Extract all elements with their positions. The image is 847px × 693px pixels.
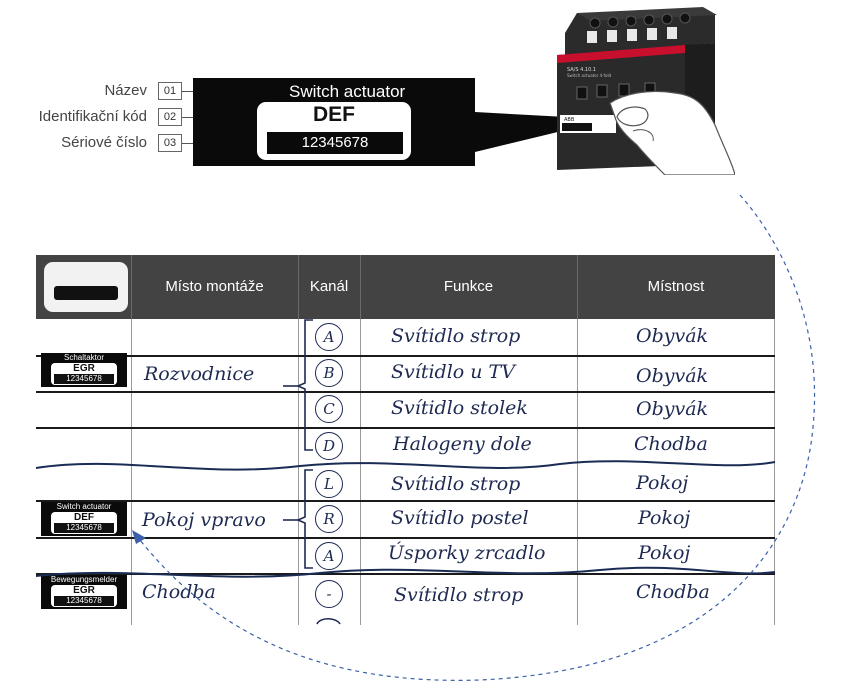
- row-separator: [36, 391, 775, 393]
- row-separator: [36, 537, 775, 539]
- function-cell: Svítidlo strop: [391, 473, 521, 495]
- legend-label-serial: Sériové číslo: [61, 134, 147, 151]
- grid-line: [360, 319, 361, 625]
- header-location: Místo montáže: [165, 278, 264, 295]
- grid-line: [131, 319, 132, 625]
- grid-line: [577, 319, 578, 625]
- room-cell: Chodba: [636, 581, 710, 603]
- room-cell: Obyvák: [636, 365, 709, 387]
- device-label-thumbnail: Bewegungsmelder EGR 12345678: [41, 575, 127, 609]
- plate-code: DEF: [313, 103, 355, 126]
- svg-text:SA/S 4.10.1: SA/S 4.10.1: [567, 67, 596, 73]
- legend-label-name: Název: [104, 82, 147, 99]
- mini-label-inner: EGR 12345678: [51, 363, 117, 385]
- plate-title: Switch actuator: [289, 82, 406, 101]
- function-cell: Svítidlo stolek: [391, 397, 528, 419]
- room-cell: Obyvák: [636, 325, 709, 347]
- channel-circle: A: [315, 323, 343, 351]
- mini-label-title: Switch actuator: [56, 502, 112, 511]
- legend-label-id-code: Identifikační kód: [38, 108, 147, 125]
- room-cell: Pokoj: [638, 507, 691, 529]
- row-separator: [36, 427, 775, 429]
- svg-text:Switch actuator 4-fold: Switch actuator 4-fold: [567, 73, 612, 78]
- mini-label-serial: 12345678: [54, 374, 114, 384]
- mini-label-title: Bewegungsmelder: [50, 575, 118, 584]
- room-cell: Chodba: [634, 433, 708, 455]
- device-label-plate: Switch actuator DEF 12345678: [193, 78, 475, 166]
- function-cell: Svítidlo strop: [394, 584, 524, 606]
- channel-circle: D: [315, 432, 343, 460]
- function-cell: Svítidlo strop: [391, 325, 521, 347]
- header-room: Místnost: [647, 278, 705, 295]
- function-cell: Úsporky zrcadlo: [388, 542, 546, 564]
- device-label-thumbnail: Schaltaktor EGR 12345678: [41, 353, 127, 387]
- location-cell: Rozvodnice: [144, 363, 255, 385]
- legend-num-name: 01: [158, 82, 182, 100]
- mini-label-inner: EGR 12345678: [51, 585, 117, 607]
- mini-label-code: DEF: [74, 512, 94, 523]
- mini-label-code: EGR: [73, 363, 95, 374]
- room-cell: Pokoj: [636, 472, 689, 494]
- row-separator: [36, 573, 775, 575]
- mini-label-serial: 12345678: [54, 596, 114, 606]
- label-icon: [44, 262, 128, 312]
- grid-line: [774, 319, 775, 625]
- mini-label-serial: 12345678: [54, 523, 114, 533]
- table-header: Místo montáže Kanál Funkce Místnost: [36, 255, 775, 319]
- room-cell: Pokoj: [638, 542, 691, 564]
- installation-table: Místo montáže Kanál Funkce Místnost Scha…: [36, 255, 775, 625]
- mini-label-code: EGR: [73, 585, 95, 596]
- channel-circle: C: [315, 395, 343, 423]
- row-separator: [36, 500, 775, 502]
- plate-inner: DEF 12345678: [257, 102, 411, 160]
- channel-circle: A: [315, 542, 343, 570]
- header-function: Funkce: [443, 278, 494, 295]
- device-label-thumbnail: Switch actuator DEF 12345678: [41, 502, 127, 536]
- legend-num-serial: 03: [158, 134, 182, 152]
- row-separator: [36, 355, 775, 357]
- channel-circle: R: [315, 505, 343, 533]
- channel-circle: B: [315, 359, 343, 387]
- room-cell: Obyvák: [636, 398, 709, 420]
- switch-actuator-illustration: SA/S 4.10.1 Switch actuator 4-fold ABB: [557, 7, 735, 175]
- plate-serial: 12345678: [267, 132, 403, 154]
- location-cell: Chodba: [142, 581, 216, 603]
- svg-text:ABB: ABB: [564, 117, 575, 123]
- channel-circle: -: [315, 580, 343, 608]
- channel-circle: L: [315, 470, 343, 498]
- mini-label-title: Schaltaktor: [63, 353, 105, 362]
- grid-line: [298, 319, 299, 625]
- function-cell: Svítidlo postel: [391, 507, 529, 529]
- legend-num-id-code: 02: [158, 108, 182, 126]
- function-cell: Svítidlo u TV: [391, 361, 515, 383]
- header-divider: [131, 255, 132, 319]
- location-cell: Pokoj vpravo: [142, 509, 266, 531]
- mini-label-inner: DEF 12345678: [51, 512, 117, 534]
- header-channel: Kanál: [309, 278, 349, 295]
- function-cell: Halogeny dole: [393, 433, 532, 455]
